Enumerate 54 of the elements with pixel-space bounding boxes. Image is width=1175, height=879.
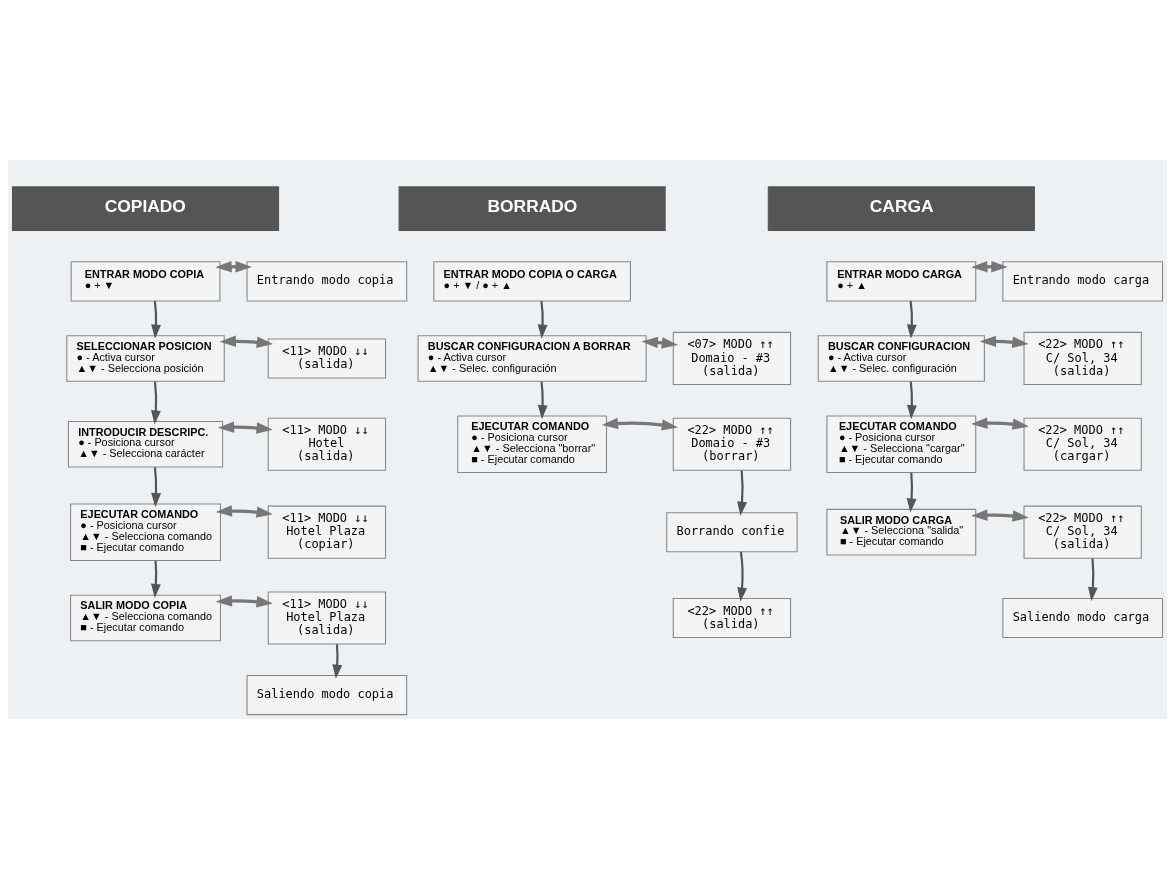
node-box: <11> MODO ↓↓ (salida) (267, 338, 387, 379)
arrow (217, 421, 273, 434)
node-box: SELECCIONAR POSICION ● - Activa cursor ▲▼ - Selecciona posición (66, 335, 225, 382)
arrow (737, 470, 747, 516)
node-box: <22> MODO ↑↑ C/ Sol, 34 (salida) (1023, 331, 1142, 386)
arrow (906, 381, 917, 420)
arrow (906, 472, 917, 513)
arrow (641, 336, 679, 349)
node-box: <07> MODO ↑↑ Domaio - #3 (salida) (672, 331, 792, 386)
node-box: EJECUTAR COMANDO ● - Posiciona cursor ▲▼ - Selecciona "borrar" ■ - Ejecutar comando (457, 415, 608, 474)
node-box: <22> MODO ↑↑ C/ Sol, 34 (cargar) (1023, 417, 1142, 471)
node-box: <11> MODO ↓↓ Hotel (salida) (267, 417, 387, 471)
arrow (601, 417, 679, 431)
node-box: <22> MODO ↑↑ Domaio - #3 (borrar) (672, 417, 792, 471)
node-box: Borrando confie (666, 512, 798, 553)
arrow (215, 260, 252, 273)
node-box: Saliendo modo carga (1002, 597, 1164, 639)
node-box: <22> MODO ↑↑ (salida) (672, 597, 792, 639)
arrow (537, 381, 548, 420)
node-box: INTRODUCIR DESCRIPC. ● - Posiciona cursor ▲▼ - Selecciona carácter (67, 420, 224, 468)
arrow (215, 595, 273, 608)
node-box: EJECUTAR COMANDO ● - Posiciona cursor ▲▼ - Selecciona "cargar" ■ - Ejecutar comando (826, 415, 977, 474)
node-box: Entrando modo copia (246, 261, 408, 302)
arrow (737, 551, 748, 602)
arrow (151, 560, 161, 599)
node-box: CARGA (767, 186, 1035, 231)
arrow (151, 300, 162, 339)
arrow (219, 335, 273, 348)
arrow (971, 417, 1029, 430)
node-box: ENTRAR MODO COPIA ● + ▼ (70, 261, 221, 302)
node-box: BUSCAR CONFIGURACION A BORRAR ● - Activa cursor ▲▼ - Selec. configuración (417, 335, 647, 382)
node-box: COPIADO (11, 186, 280, 231)
arrow (151, 381, 161, 425)
arrow (971, 509, 1029, 522)
node-box: <11> MODO ↓↓ Hotel Plaza (salida) (267, 591, 387, 645)
node-box: Entrando modo carga (1002, 261, 1164, 302)
arrow (537, 300, 548, 339)
node-box: BUSCAR CONFIGURACION ● - Activa cursor ▲▼ - Selec. configuración (817, 335, 985, 382)
arrow (151, 467, 162, 508)
arrow (971, 260, 1008, 273)
node-box: Saliendo modo copia (246, 675, 408, 716)
node-box: EJECUTAR COMANDO ● - Posiciona cursor ▲▼ - Selecciona comando ■ - Ejecutar comando (70, 503, 221, 561)
node-box: SALIR MODO CARGA ▲▼ - Selecciona "salida" ■ - Ejecutar comando (826, 508, 977, 556)
node-box: SALIR MODO COPIA ▲▼ - Selecciona comando ■ - Ejecutar comando (70, 594, 221, 642)
node-box: ENTRAR MODO COPIA O CARGA ● + ▼ / ● + ▲ (433, 261, 631, 302)
arrow (215, 505, 273, 518)
arrow (332, 644, 343, 679)
arrow (979, 335, 1029, 348)
arrow (906, 300, 917, 339)
node-box: ENTRAR MODO CARGA ● + ▲ (826, 261, 977, 302)
arrow (1087, 558, 1098, 602)
node-box: BORRADO (398, 186, 666, 231)
node-box: <22> MODO ↑↑ C/ Sol, 34 (salida) (1023, 505, 1142, 559)
node-box: <11> MODO ↓↓ Hotel Plaza (copiar) (267, 505, 387, 559)
